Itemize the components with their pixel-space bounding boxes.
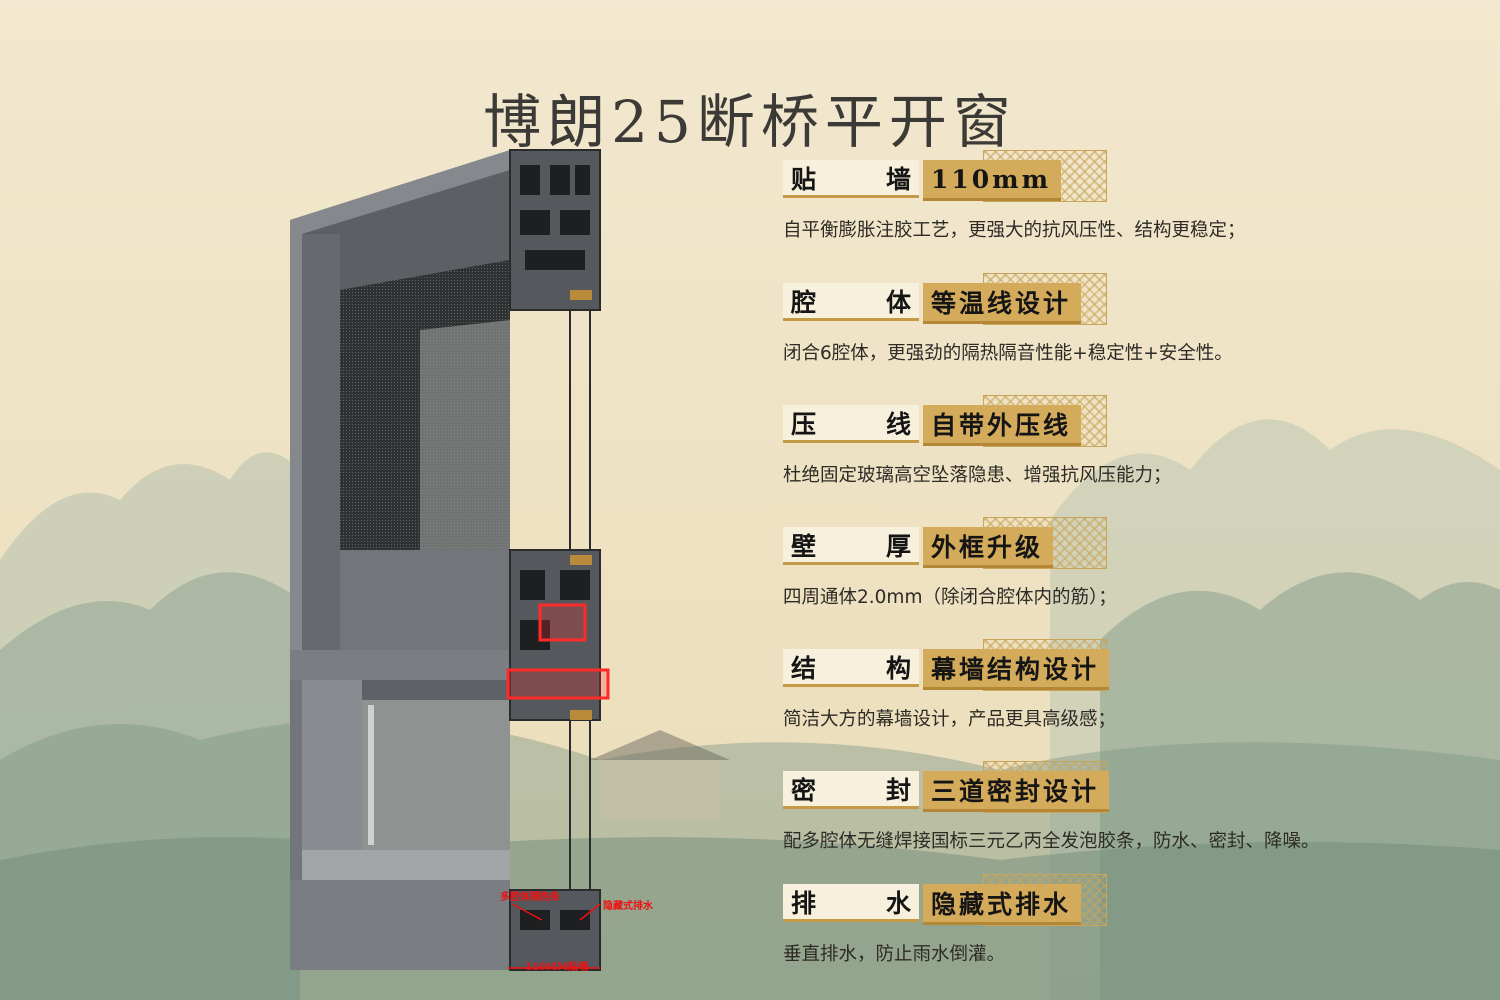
feature-item-4: 结构 幕墙结构设计 简洁大方的幕墙设计，产品更具高级感； [783,639,1443,731]
feature-label: 壁厚 [783,527,919,565]
hidden-drain-annotation: 隐藏式排水 [603,901,653,912]
feature-item-5: 密封 三道密封设计 配多腔体无缝焊接国标三元乙丙全发泡胶条，防水、密封、降噪。 [783,761,1443,853]
feature-item-3: 壁厚 外框升级 四周通体2.0mm（除闭合腔体内的筋）； [783,517,1443,609]
feature-item-2: 压线 自带外压线 杜绝固定玻璃高空坠落隐患、增强抗风压能力； [783,395,1443,487]
page-title: 博朗25断桥平开窗 [483,87,1017,156]
feature-value: 幕墙结构设计 [923,649,1110,690]
feature-description: 垂直排水，防止雨水倒灌。 [783,944,1006,965]
feature-value: 等温线设计 [923,283,1082,324]
feature-item-0: 贴墙 110mm 自平衡膨胀注胶工艺，更强大的抗风压性、结构更稳定； [783,150,1443,242]
feature-label: 腔体 [783,283,919,321]
window-profile-illustration [290,149,610,971]
feature-value: 隐藏式排水 [923,884,1082,925]
feature-description: 杜绝固定玻璃高空坠落隐患、增强抗风压能力； [783,465,1172,486]
feature-label: 结构 [783,649,919,687]
insulation-strip-annotation: 多腔体隔热条 [500,892,560,903]
feature-item-6: 排水 隐藏式排水 垂直排水，防止雨水倒灌。 [783,874,1443,966]
feature-description: 闭合6腔体，更强劲的隔热隔音性能+稳定性+安全性。 [783,343,1233,364]
feature-label: 压线 [783,405,919,443]
feature-description: 四周通体2.0mm（除闭合腔体内的筋）； [783,587,1117,608]
feature-label: 排水 [783,884,919,922]
feature-value: 三道密封设计 [923,771,1110,812]
feature-description: 配多腔体无缝焊接国标三元乙丙全发泡胶条，防水、密封、降噪。 [783,831,1320,852]
feature-item-1: 腔体 等温线设计 闭合6腔体，更强劲的隔热隔音性能+稳定性+安全性。 [783,273,1443,365]
feature-label: 密封 [783,771,919,809]
feature-value: 自带外压线 [923,405,1082,446]
wall-width-annotation: 110MM贴墙 [525,962,589,973]
feature-value: 外框升级 [923,527,1054,568]
feature-label: 贴墙 [783,160,919,198]
feature-description: 简洁大方的幕墙设计，产品更具高级感； [783,709,1117,730]
feature-value: 110mm [923,160,1062,201]
feature-description: 自平衡膨胀注胶工艺，更强大的抗风压性、结构更稳定； [783,220,1246,241]
